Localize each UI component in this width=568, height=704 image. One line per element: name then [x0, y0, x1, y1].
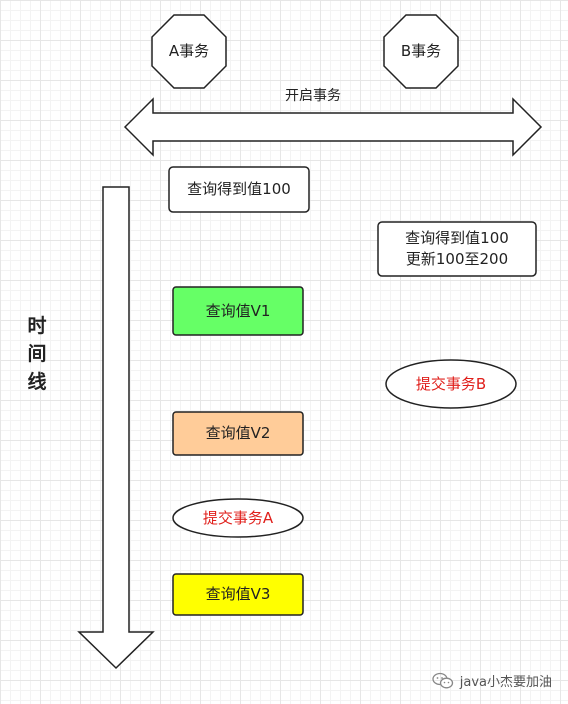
a-query-v1-box	[172, 286, 304, 336]
watermark: java小杰要加油	[432, 671, 552, 690]
start-transaction-label: 开启事务	[285, 87, 341, 104]
participant-b-octagon	[383, 14, 459, 89]
participant-a-label: A事务	[168, 42, 210, 60]
b-commit-label: 提交事务B	[415, 374, 487, 393]
b-query-update-box	[377, 221, 537, 277]
a-query-v3-label: 查询值V3	[205, 585, 271, 603]
a-query-v1-label: 查询值V1	[205, 301, 271, 320]
a-commit-ellipse	[172, 498, 304, 538]
a-query-100-label: 查询得到值100	[187, 180, 291, 198]
timeline-arrow	[77, 186, 155, 670]
timeline-label: 时 间 线	[27, 315, 47, 393]
start-transaction-arrow	[123, 97, 543, 157]
a-commit-label: 提交事务A	[202, 508, 274, 527]
a-query-v3-box	[172, 573, 304, 616]
b-commit-ellipse	[385, 359, 517, 409]
b-query-line-2: 更新100至200	[405, 250, 509, 268]
a-query-v2-box	[172, 411, 304, 456]
b-query-line-1: 查询得到值100	[405, 229, 509, 247]
watermark-text: java小杰要加油	[459, 675, 552, 690]
participant-b-label: B事务	[400, 42, 442, 60]
a-query-100-box	[168, 166, 310, 213]
b-query-update-label: 查询得到值100 更新100至200	[378, 222, 536, 276]
wechat-icon	[432, 672, 453, 688]
participant-a-octagon	[151, 14, 227, 89]
a-query-v2-label: 查询值V2	[205, 424, 271, 442]
